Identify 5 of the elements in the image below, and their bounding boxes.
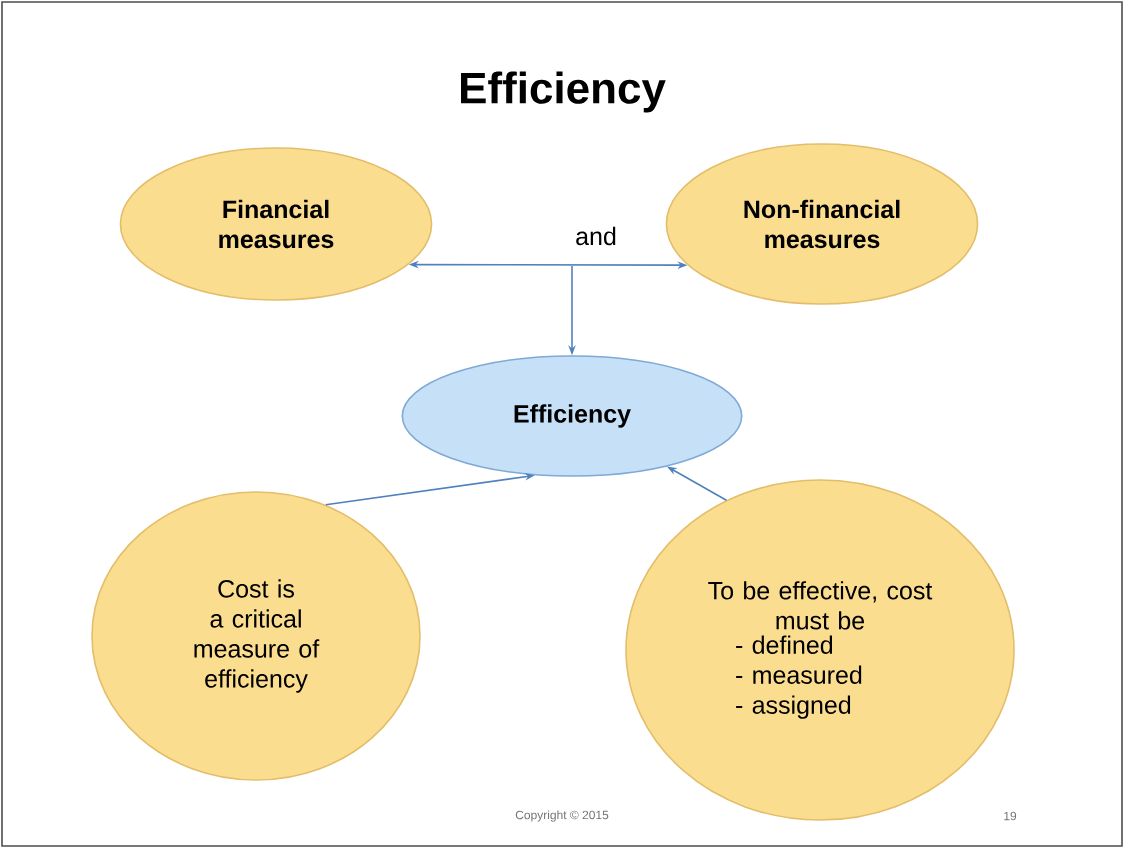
ellipse-node: Non-financial measures [665, 143, 979, 305]
ellipse-node: Financial measures [119, 147, 433, 301]
ellipse-node: Cost is a critical measure of efficiency [91, 491, 421, 781]
edge-label: and [573, 224, 619, 248]
title: Efficiency [461, 71, 666, 113]
